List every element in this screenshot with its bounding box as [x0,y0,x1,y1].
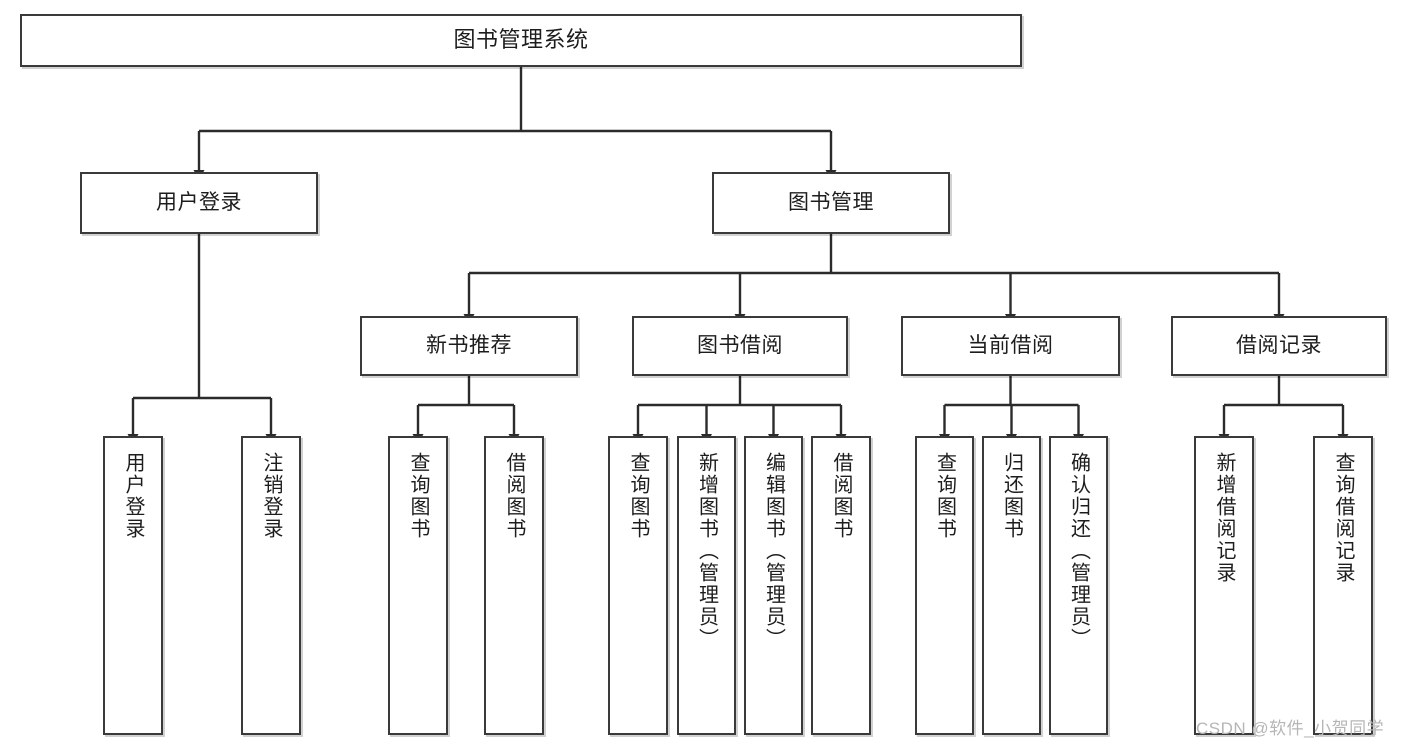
diagram-node-l7[interactable]: 编辑图书（管理员） [744,436,803,735]
diagram-node-l5[interactable]: 查询图书 [608,436,668,735]
node-label: 借阅图书 [503,452,525,540]
node-label: 查询图书 [407,452,429,540]
diagram-node-n2a[interactable]: 用户登录 [80,172,318,234]
diagram-node-l8[interactable]: 借阅图书 [811,436,871,735]
diagram-node-l11[interactable]: 确认归还（管理员） [1049,436,1108,735]
diagram-node-l13[interactable]: 查询借阅记录 [1313,436,1373,735]
node-label: 借阅图书 [830,452,852,540]
node-label: 新增借阅记录 [1213,452,1235,584]
diagram-node-n2b[interactable]: 图书管理 [712,172,950,234]
node-label: 图书管理系统 [453,27,589,53]
node-label: 编辑图书（管理员） [762,452,785,650]
diagram-node-l12[interactable]: 新增借阅记录 [1194,436,1254,735]
diagram-node-n3c[interactable]: 当前借阅 [901,316,1120,376]
node-label: 用户登录 [122,452,144,540]
diagram-node-n3d[interactable]: 借阅记录 [1171,316,1387,376]
node-label: 确认归还（管理员） [1067,452,1090,650]
node-label: 新增图书（管理员） [695,452,718,650]
diagram-node-n3b[interactable]: 图书借阅 [632,316,848,376]
node-label: 借阅记录 [1236,334,1322,358]
node-label: 查询借阅记录 [1332,452,1354,584]
diagram-node-n3a[interactable]: 新书推荐 [360,316,578,376]
node-label: 查询图书 [933,452,956,540]
diagram-node-l3[interactable]: 查询图书 [388,436,448,735]
diagram-node-l6[interactable]: 新增图书（管理员） [677,436,736,735]
node-label: 用户登录 [156,191,242,215]
diagram-node-l2[interactable]: 注销登录 [241,436,301,735]
node-label: 图书管理 [788,191,874,215]
diagram-node-l10[interactable]: 归还图书 [982,436,1041,735]
diagram-node-l1[interactable]: 用户登录 [103,436,163,735]
node-label: 归还图书 [1000,452,1023,540]
diagram-node-l4[interactable]: 借阅图书 [484,436,544,735]
node-label: 查询图书 [627,452,649,540]
node-label: 新书推荐 [426,334,512,358]
diagram-node-root[interactable]: 图书管理系统 [20,14,1022,67]
diagram-node-l9[interactable]: 查询图书 [915,436,974,735]
node-label: 当前借阅 [967,334,1054,358]
node-label: 图书借阅 [697,334,783,358]
watermark-text: CSDN @软件_小贺同学 [1196,719,1385,738]
node-label: 注销登录 [260,452,282,540]
